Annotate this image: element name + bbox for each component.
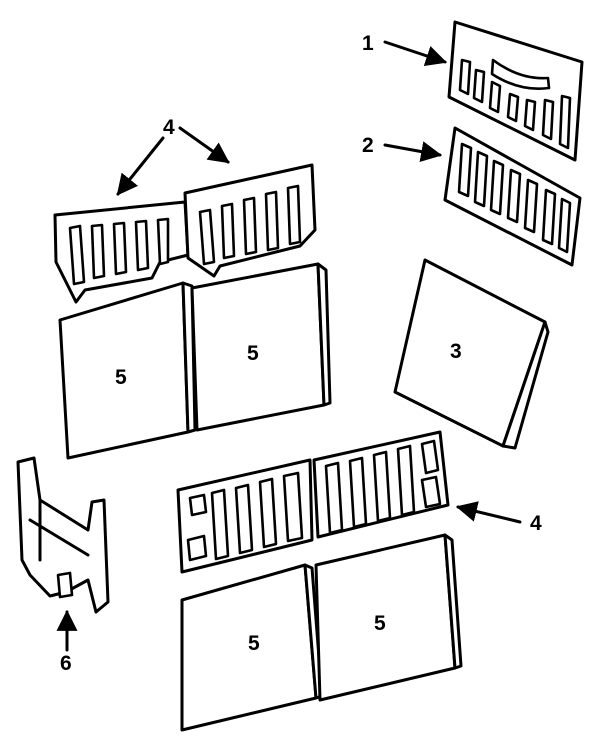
arrow-4b — [178, 126, 230, 164]
callout-5-bottom-right: 5 — [374, 612, 386, 635]
callout-3: 3 — [450, 340, 462, 363]
callout-2: 2 — [362, 134, 374, 157]
leader-arrows — [56, 40, 522, 652]
part-4-bottom-grate-right — [312, 430, 450, 539]
callout-1: 1 — [362, 32, 374, 55]
arrow-1 — [383, 40, 447, 66]
part-4-bottom-grate-left — [176, 458, 314, 574]
part-3-side-brick — [393, 258, 550, 450]
arrow-2 — [383, 141, 443, 162]
part-2-slotted-grate — [443, 126, 582, 267]
part-4-top-grate-right — [183, 163, 317, 278]
callout-4-top: 4 — [163, 116, 175, 139]
part-5-brick-bottom-right — [314, 533, 463, 702]
callout-5-top-right: 5 — [247, 342, 259, 365]
callout-4-right: 4 — [530, 512, 542, 535]
part-5-brick-top-right — [190, 262, 332, 432]
callout-5-top-left: 5 — [115, 366, 127, 389]
arrow-4a — [116, 136, 165, 196]
part-6-bracket — [16, 456, 110, 614]
callout-5-bottom-left: 5 — [248, 632, 260, 655]
callout-6: 6 — [60, 652, 72, 675]
arrow-4c — [455, 501, 522, 524]
callout-labels: 1 2 3 4 4 5 5 5 5 6 — [60, 32, 542, 675]
part-5-brick-top-left — [58, 281, 197, 460]
part-1-arched-grate — [447, 20, 584, 162]
